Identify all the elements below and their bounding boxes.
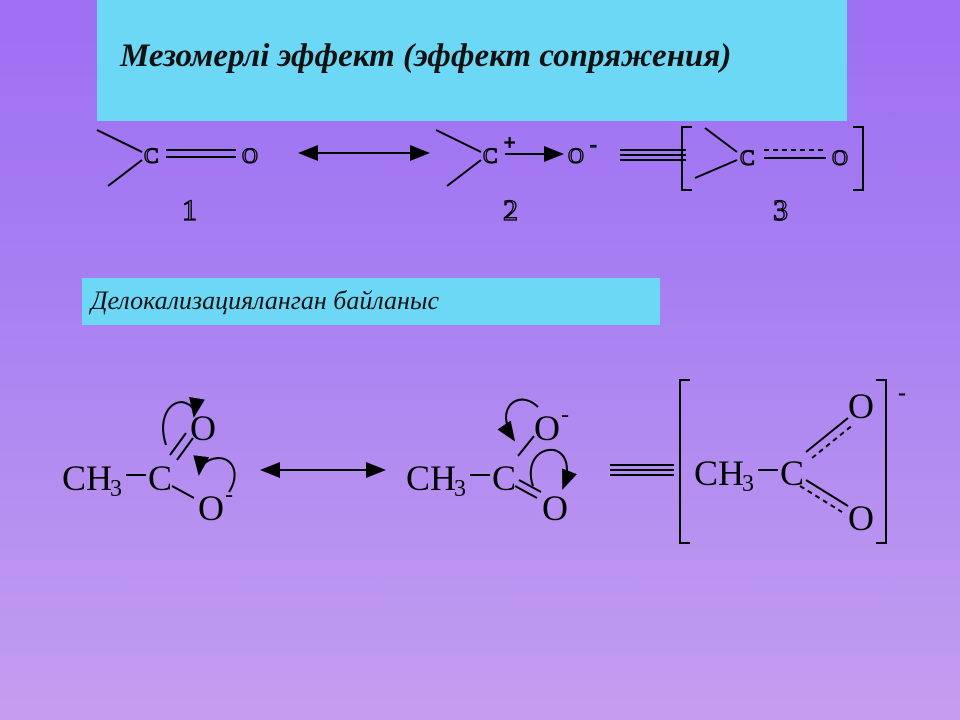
label-2: 2 — [503, 194, 518, 227]
minus-b: - — [561, 402, 569, 428]
equivalence-sign-top — [620, 149, 686, 161]
atom-c-1: C — [144, 143, 159, 168]
ch-c: CH — [694, 453, 744, 493]
minus-a: - — [225, 482, 233, 508]
ch-b: CH — [406, 458, 456, 498]
label-3: 3 — [773, 194, 788, 227]
plus-charge: + — [504, 132, 515, 154]
o-bottom-c: O — [848, 498, 874, 538]
sub3-c: 3 — [742, 471, 754, 497]
atom-o-2: O — [568, 143, 584, 168]
minus-c: - — [898, 380, 906, 406]
sub3-b: 3 — [454, 476, 466, 502]
c-a: C — [148, 458, 172, 498]
atom-o-1: O — [242, 143, 258, 168]
slide-subtitle: Делокализацияланган байланыс — [91, 286, 440, 315]
acetate-structure-hybrid: CH 3 C O O - — [679, 379, 906, 544]
c-b: C — [492, 458, 516, 498]
ch-a: CH — [62, 458, 112, 498]
minus-charge: - — [590, 134, 597, 156]
atom-c-3: C — [740, 145, 755, 170]
o-double-b: O — [542, 488, 568, 528]
subtitle-panel — [82, 278, 660, 325]
atom-o-3: O — [832, 145, 848, 170]
label-1: 1 — [182, 194, 197, 227]
acetate-structure-a: CH 3 C O O - — [62, 396, 236, 528]
o-single-a: O — [198, 488, 224, 528]
title-panel — [97, 0, 847, 121]
slide-title: Мезомерлі эффект (эффект сопряжения) — [120, 38, 732, 74]
sub3-a: 3 — [110, 476, 122, 502]
structure-1: C O — [96, 129, 259, 187]
o-top-c: O — [848, 386, 874, 426]
acetate-structure-b: CH 3 C O - O — [406, 398, 577, 528]
o-single-b: O — [534, 408, 560, 448]
equivalence-sign-bottom — [610, 464, 674, 476]
atom-c-2: C — [483, 143, 498, 168]
structure-2: C + O - — [435, 129, 597, 187]
structure-3: C O — [681, 126, 864, 191]
